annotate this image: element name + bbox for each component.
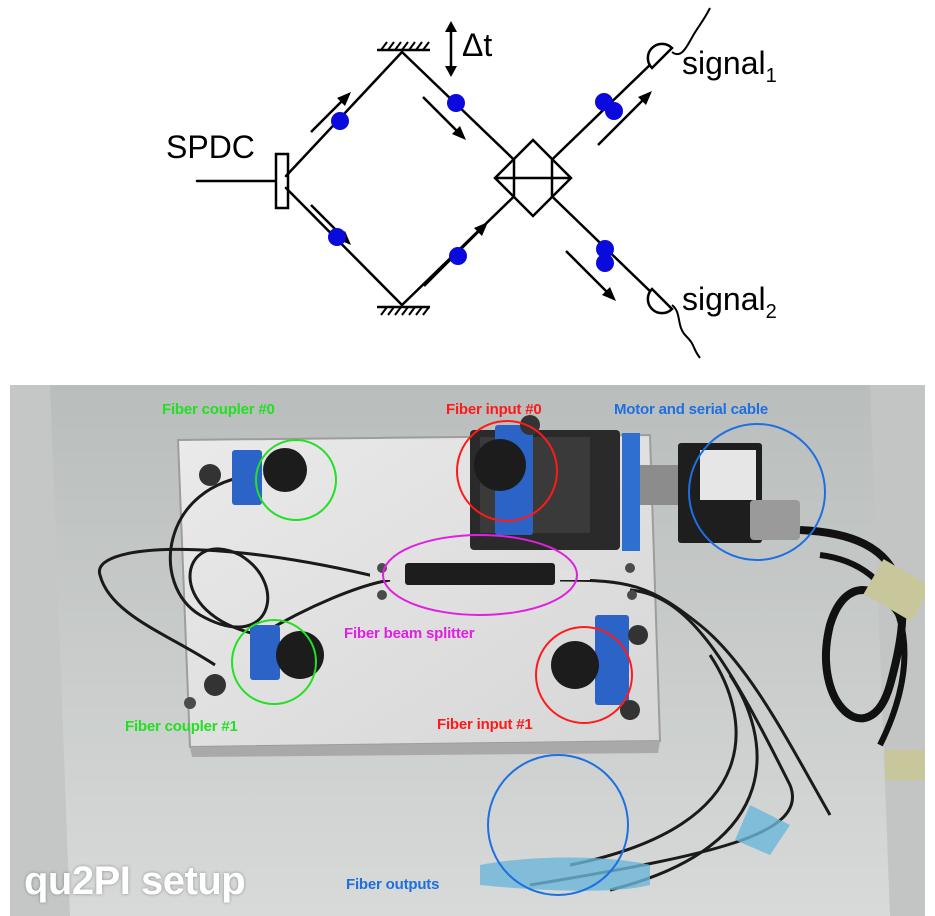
upper-arm-beam-2 <box>400 50 535 180</box>
fiber-input-0-label: Fiber input #0 <box>446 401 542 418</box>
output-beam-2 <box>531 176 657 298</box>
photon <box>449 247 467 265</box>
input-0-mount <box>474 415 540 535</box>
motor-cable-marker <box>688 423 826 561</box>
delay-label: Δt <box>462 27 492 63</box>
signal-1-label: signal1 <box>682 45 777 87</box>
fiber-input-1-label: Fiber input #1 <box>437 716 533 733</box>
fiber-outputs-label: Fiber outputs <box>346 876 440 893</box>
spdc-label: SPDC <box>166 129 255 165</box>
fiber-outputs-marker <box>487 754 629 896</box>
photon <box>328 228 346 246</box>
spdc-crystal <box>274 152 290 210</box>
detector-1 <box>646 7 711 70</box>
photo-caption: qu2PI setup <box>24 859 246 903</box>
fiber-beam-splitter-label: Fiber beam splitter <box>344 625 475 642</box>
interferometer-schematic: Δt SPDC signal1 signal2 <box>166 7 777 359</box>
setup-photo: Fiber coupler #0 Fiber input #0 Motor an… <box>10 385 925 916</box>
fiber-coupler-0-marker <box>255 439 337 521</box>
photons <box>328 93 623 272</box>
setup-photo-drawing <box>10 385 925 916</box>
beam-splitter-cube <box>493 138 573 218</box>
detector-2 <box>646 287 701 359</box>
fiber-input-0-marker <box>456 420 558 522</box>
output-beam-1 <box>531 58 657 180</box>
lower-arm-beam <box>284 186 404 307</box>
top-mirror <box>377 41 430 52</box>
photon <box>447 94 465 112</box>
fiber-beam-splitter-marker <box>382 534 578 616</box>
motor-cable-label: Motor and serial cable <box>614 401 768 418</box>
fiber-input-1-marker <box>535 626 633 724</box>
fiber-coupler-1-label: Fiber coupler #1 <box>125 718 238 735</box>
delay-arrow <box>445 21 457 77</box>
photon <box>331 112 349 130</box>
fiber-coupler-0-label: Fiber coupler #0 <box>162 401 275 418</box>
signal-2-label: signal2 <box>682 281 777 323</box>
photon <box>596 254 614 272</box>
fiber-coupler-1-marker <box>231 619 317 705</box>
photon <box>605 102 623 120</box>
photon <box>596 240 614 258</box>
bottom-mirror <box>377 305 430 316</box>
input-1-mount <box>551 615 648 720</box>
coupler-0-mount <box>199 448 307 505</box>
